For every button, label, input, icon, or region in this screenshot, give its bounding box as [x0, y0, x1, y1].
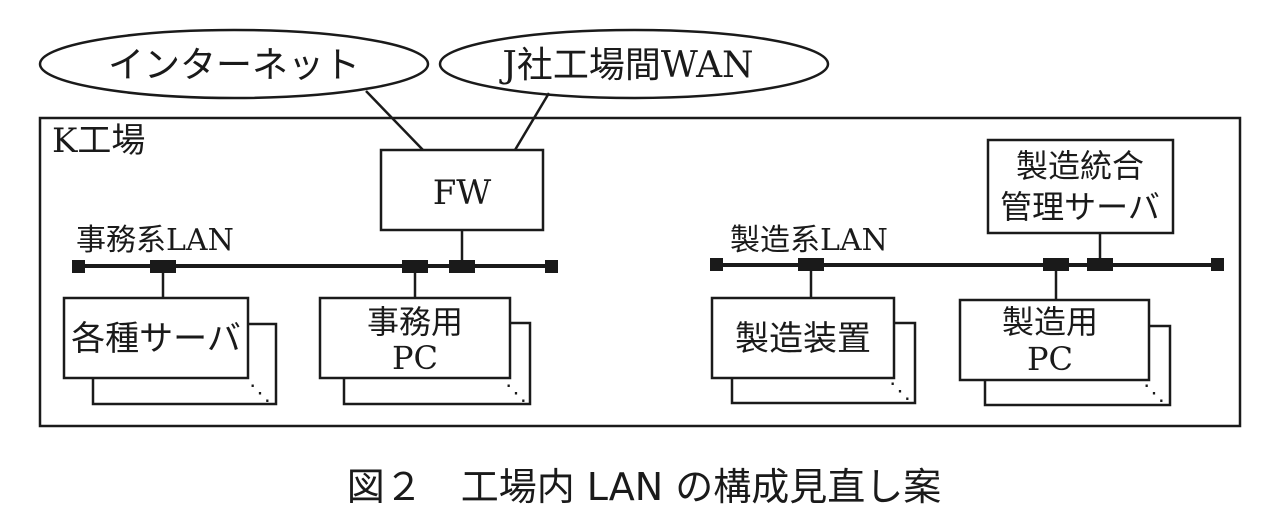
- office-lan-tap-servers: [150, 260, 176, 273]
- mgmt-server-label-line1: 製造統合: [1016, 147, 1144, 185]
- manufacturing-pc-label-line2: PC: [1027, 340, 1073, 378]
- manufacturing-pc-ellipsis: ⋱: [1143, 381, 1165, 406]
- manufacturing-lan-tap-mgmt: [1087, 258, 1113, 271]
- servers-ellipsis: ⋱: [249, 381, 271, 406]
- office-lan-label: 事務系LAN: [76, 223, 234, 258]
- wan-ellipse: [438, 28, 830, 100]
- office-pc-label-line1: 事務用: [367, 303, 463, 341]
- office-lan-tap-fw: [449, 260, 475, 273]
- office-pc-label-line2: PC: [392, 339, 438, 377]
- firewall-label: FW: [433, 173, 492, 213]
- office-lan-terminator-right: [545, 260, 558, 273]
- servers-label: 各種サーバ: [71, 319, 241, 359]
- wan-label: J社工場間WAN: [498, 45, 753, 86]
- office-lan-terminator-left: [72, 260, 85, 273]
- manufacturing-lan-terminator-left: [710, 258, 723, 271]
- manufacturing-lan-tap-pc: [1043, 258, 1069, 271]
- firewall-box: [379, 148, 545, 232]
- office-pc-box: [318, 296, 512, 380]
- manufacturing-lan-label: 製造系LAN: [730, 223, 888, 258]
- office-lan-tap-pc: [402, 260, 428, 273]
- manufacturing-lan-tap-equipment: [798, 258, 824, 271]
- equipment-ellipsis: ⋱: [889, 379, 911, 404]
- office-pc-ellipsis: ⋱: [505, 381, 527, 406]
- manufacturing-pc-box: [958, 298, 1151, 382]
- wan-fw-link: [513, 92, 551, 151]
- internet-label: インターネット: [108, 45, 360, 86]
- mgmt-server-box: [986, 138, 1175, 235]
- mgmt-server-label-line2: 管理サーバ: [1000, 188, 1160, 226]
- figure-caption: 図２ 工場内 LAN の構成見直し案: [347, 465, 942, 509]
- equipment-label: 製造装置: [735, 319, 871, 359]
- internet-ellipse: [38, 28, 430, 100]
- factory-boundary: [38, 116, 1242, 428]
- factory-label: K工場: [52, 121, 145, 161]
- equipment-box: [710, 296, 896, 380]
- manufacturing-pc-label-line1: 製造用: [1002, 303, 1098, 341]
- manufacturing-lan-terminator-right: [1211, 258, 1224, 271]
- internet-fw-link: [365, 90, 424, 151]
- servers-box: [62, 296, 250, 380]
